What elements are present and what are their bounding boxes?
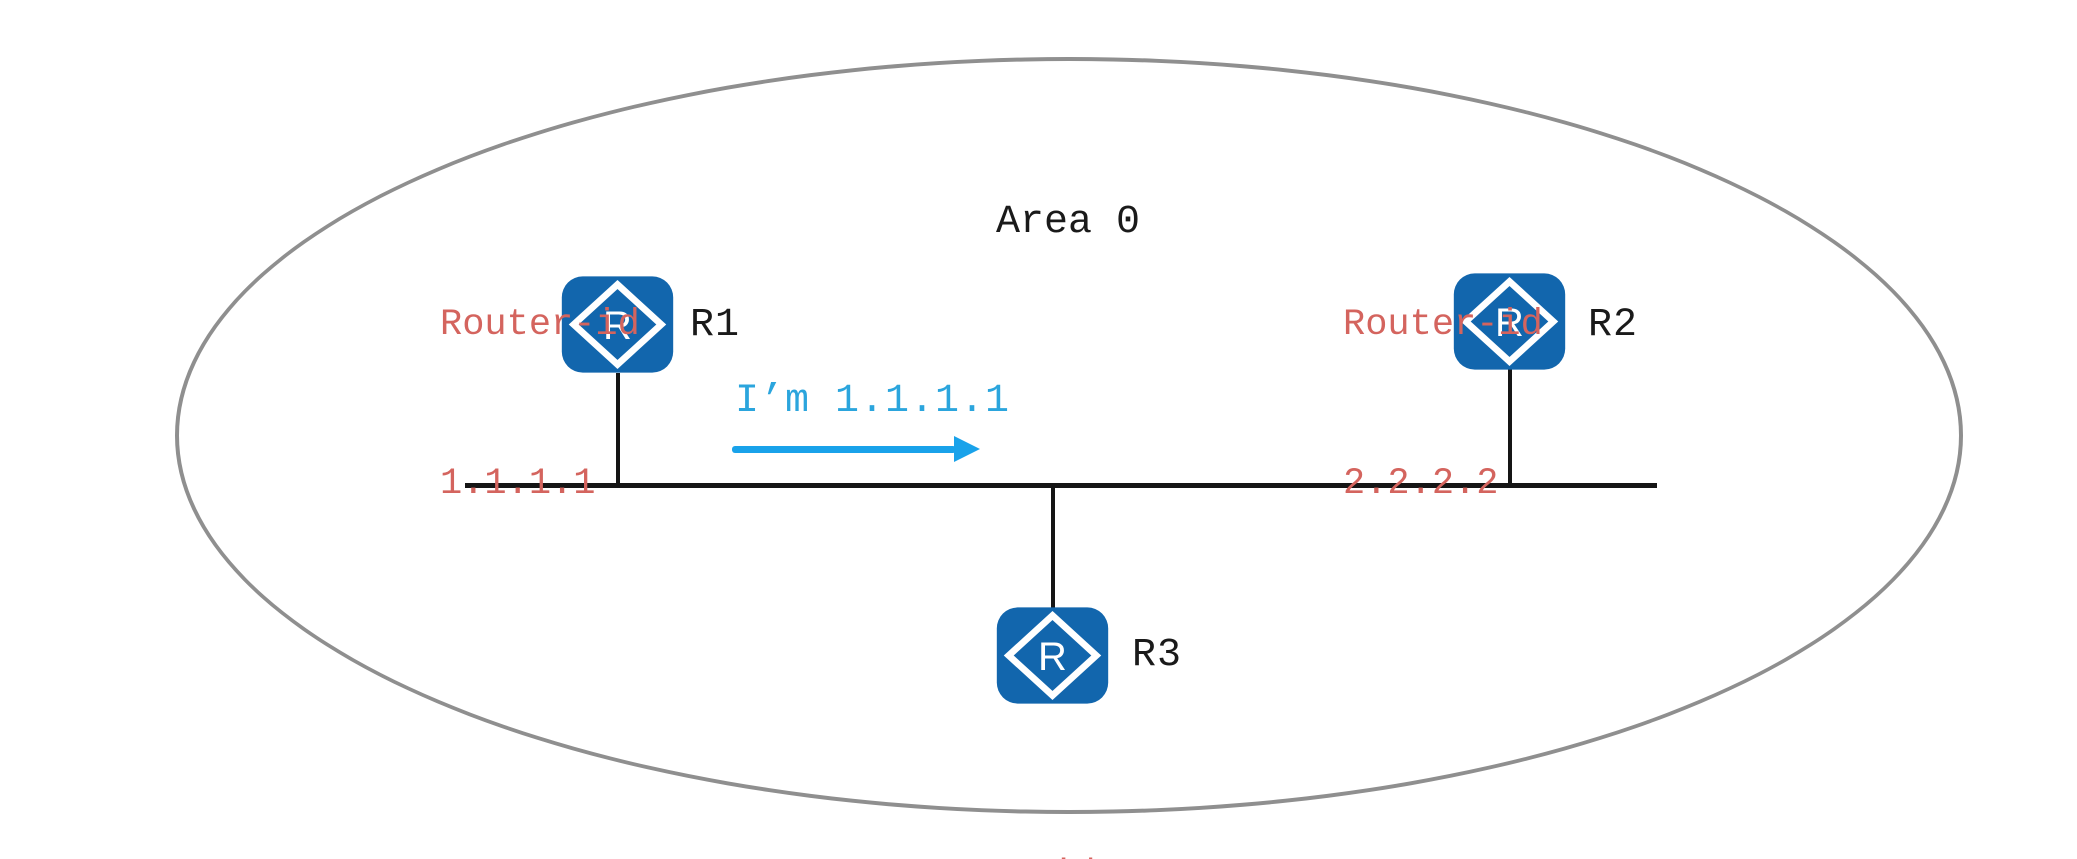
- router2-icon: R: [1452, 272, 1567, 371]
- arrow-shaft: [732, 446, 956, 453]
- router2-id-label: Router-id 2.2.2.2: [1343, 193, 1543, 617]
- router2-link-line: [1508, 365, 1512, 485]
- router-icon-body: [561, 276, 674, 373]
- router1-name-label: R1: [690, 303, 741, 348]
- router2-name-label: R2: [1588, 303, 1639, 348]
- arrow-head: [954, 436, 980, 462]
- router1-id-line2: 1.1.1.1: [440, 463, 596, 505]
- arrow-right-icon: [732, 436, 980, 462]
- router-icon-body: [996, 607, 1109, 704]
- router1-id-line1: Router-id: [440, 304, 640, 346]
- router-icon-letter: R: [603, 304, 632, 348]
- router2-id-line1: Router-id: [1343, 304, 1543, 346]
- network-bus-line: [465, 483, 1657, 488]
- area-label: Area 0: [996, 200, 1141, 245]
- router-icon: R: [996, 607, 1109, 704]
- router-diamond-icon: [1003, 611, 1102, 700]
- area-boundary-ellipse: [175, 57, 1963, 814]
- router-diamond-icon: [1460, 277, 1559, 366]
- router2-id-line2: 2.2.2.2: [1343, 463, 1499, 505]
- router3-link-line: [1051, 486, 1055, 610]
- router1-link-line: [616, 373, 620, 485]
- router-icon: R: [1453, 273, 1566, 370]
- router3-name-label: R3: [1132, 633, 1183, 678]
- router-icon-letter: R: [1495, 301, 1524, 345]
- hello-message-label: I’m 1.1.1.1: [735, 379, 1011, 424]
- router-diamond-icon: [568, 280, 667, 369]
- router1-id-label: Router-id 1.1.1.1: [440, 193, 640, 617]
- router-icon-body: [1453, 273, 1566, 370]
- router1-icon: R: [560, 275, 675, 374]
- router3-id-line1: Router-id 3.3.3.3: [901, 848, 1268, 859]
- router3-icon: R: [995, 606, 1110, 705]
- router-icon-letter: R: [1038, 635, 1067, 679]
- router-icon: R: [561, 276, 674, 373]
- router3-id-label: Router-id 3.3.3.3: [901, 742, 1268, 859]
